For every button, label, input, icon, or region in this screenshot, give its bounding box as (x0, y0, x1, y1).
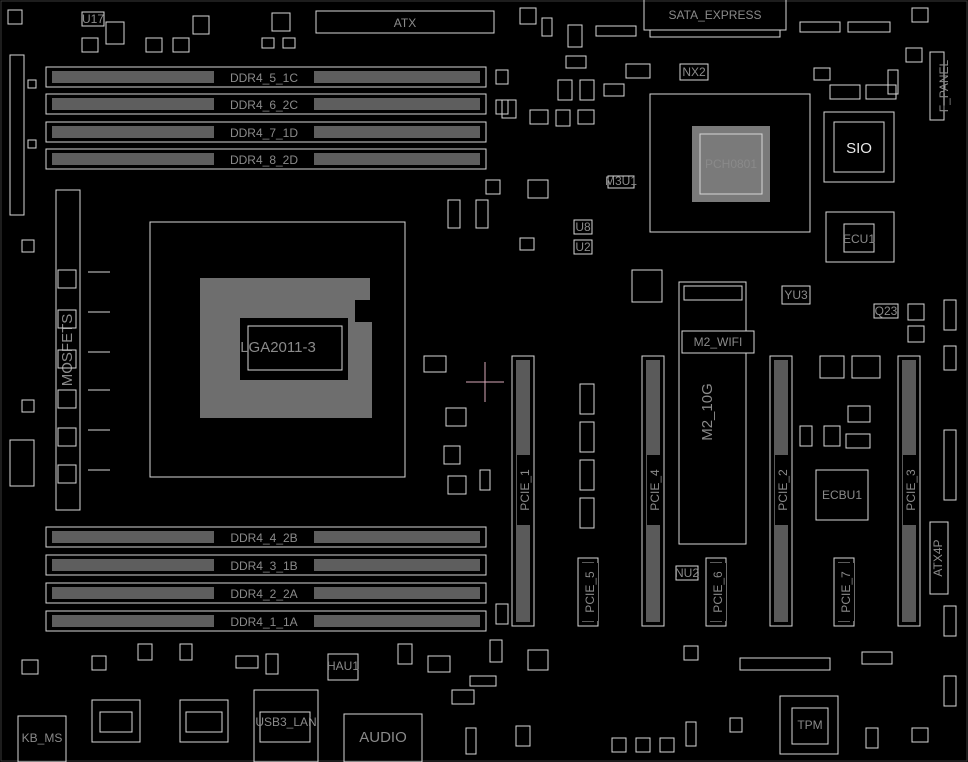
dimm-slot[interactable]: DDR4_4_2B (45, 526, 487, 548)
f-panel-header[interactable]: F_PANEL (929, 51, 951, 121)
dimm-slot-label: DDR4_2_2A (230, 587, 297, 601)
u2-chip[interactable]: U2 (573, 239, 593, 255)
pcie-slot[interactable]: PCIE_2 (769, 355, 793, 627)
pcie-slot-label: PCIE_7 (839, 571, 853, 613)
pcie-slot-label: PCIE_6 (711, 571, 725, 613)
yu3-label: YU3 (784, 288, 808, 302)
m3u1-label: M3U1 (605, 174, 637, 188)
u2-label: U2 (575, 240, 591, 254)
dimm-slots-lower: DDR4_4_2B DDR4_3_1B DDR4_2_2A DDR4_1_1A (45, 526, 487, 632)
top-small-parts (7, 7, 929, 100)
audio-connector[interactable]: AUDIO (343, 713, 423, 762)
pcie-slot[interactable]: PCIE_6 (705, 557, 727, 627)
m3u1-chip[interactable]: M3U1 (605, 174, 637, 189)
pcie-slot-label: PCIE_5 (583, 571, 597, 613)
bottom-parts (21, 643, 929, 755)
pcie-slot[interactable]: PCIE_3 (897, 355, 921, 627)
usb-lan-connector[interactable]: USB3_LAN (253, 689, 319, 762)
tpm-header[interactable]: TPM (779, 695, 839, 755)
atx4p-label: ATX4P (931, 539, 945, 576)
nx2-label: NX2 (682, 65, 706, 79)
audio-label: AUDIO (359, 729, 407, 746)
yu3-chip[interactable]: YU3 (781, 285, 811, 305)
m2-10g-label: M2_10G (699, 383, 716, 441)
dimm-slot[interactable]: DDR4_5_1C (45, 66, 487, 88)
m2-wifi-slot[interactable]: M2_WIFI (681, 330, 755, 354)
m2-wifi-label: M2_WIFI (694, 335, 743, 349)
nu2-chip[interactable]: NU2 (675, 565, 699, 581)
sata-express-connector[interactable]: SATA_EXPRESS (643, 0, 787, 38)
ecu1-label: ECU1 (843, 232, 875, 246)
sio-chip[interactable]: SIO (823, 111, 895, 183)
crosshair-cursor (466, 362, 504, 402)
hau1-label: HAU1 (327, 659, 359, 673)
dimm-slot[interactable]: DDR4_3_1B (45, 554, 487, 576)
kb-ms-label: KB_MS (22, 731, 63, 745)
pcie-slot[interactable]: PCIE_5 (577, 557, 599, 627)
atx-label: ATX (394, 16, 416, 30)
nu2-label: NU2 (675, 566, 699, 580)
ecbu1-chip[interactable]: ECBU1 (815, 469, 869, 521)
f-panel-label: F_PANEL (937, 59, 951, 112)
dimm-slot-label: DDR4_1_1A (230, 615, 297, 629)
dimm-slot-label: DDR4_3_1B (230, 559, 297, 573)
mid-parts (423, 269, 663, 663)
dimm-slot[interactable]: DDR4_7_1D (45, 121, 487, 143)
cpu-socket[interactable]: LGA2011-3 (149, 221, 406, 478)
dimm-slot[interactable]: DDR4_2_2A (45, 582, 487, 604)
sio-label: SIO (846, 140, 872, 157)
pcie-slot-label: PCIE_2 (776, 469, 790, 511)
pcie-slot[interactable]: PCIE_4 (641, 355, 665, 627)
atx-connector[interactable]: ATX (315, 10, 495, 34)
dimm-slot-label: DDR4_5_1C (230, 71, 298, 85)
kb-ms-connector[interactable]: KB_MS (17, 715, 67, 762)
nx2-chip[interactable]: NX2 (679, 63, 709, 81)
mosfet-blocks (9, 239, 110, 487)
ecu1-chip[interactable]: ECU1 (825, 211, 895, 263)
pcie-slot[interactable]: PCIE_7 (833, 557, 855, 627)
pcie-slot-label: PCIE_3 (904, 469, 918, 511)
hau1-chip[interactable]: HAU1 (327, 653, 359, 681)
u8-label: U8 (575, 220, 591, 234)
ecbu1-label: ECBU1 (822, 488, 862, 502)
dimm-slot[interactable]: DDR4_8_2D (45, 148, 487, 170)
pch-label: PCH0801 (705, 157, 757, 171)
dimm-slot-label: DDR4_6_2C (230, 98, 298, 112)
dimm-slot-label: DDR4_4_2B (230, 531, 297, 545)
pcie-slot[interactable]: PCIE_1 (511, 355, 535, 627)
usb-lan-label: USB3_LAN (255, 715, 316, 729)
dimm-slots-upper: DDR4_5_1C DDR4_6_2C DDR4_7_1D DDR4_8_2D (45, 66, 487, 170)
tpm-label: TPM (797, 718, 822, 732)
dimm-slot-label: DDR4_7_1D (230, 126, 298, 140)
cpu-socket-label: LGA2011-3 (240, 339, 316, 356)
usb-connector-2[interactable] (179, 699, 229, 743)
dimm-slot[interactable]: DDR4_1_1A (45, 610, 487, 632)
sata-express-label: SATA_EXPRESS (669, 8, 762, 22)
q23-chip[interactable]: Q23 (873, 303, 899, 319)
pcie-slot-label: PCIE_4 (648, 469, 662, 511)
q23-label: Q23 (875, 304, 898, 318)
chipset-side-parts (447, 55, 651, 251)
right-side-parts (739, 299, 957, 707)
usb-connector-1[interactable] (91, 699, 141, 743)
pch-chip[interactable]: PCH0801 (649, 93, 811, 233)
pcie-slot-label: PCIE_1 (518, 469, 532, 511)
u17-chip[interactable]: U17 (81, 11, 105, 27)
dimm-slot[interactable]: DDR4_6_2C (45, 93, 487, 115)
m2-10g-slot[interactable]: M2_10G (678, 281, 747, 545)
dimm-slot-label: DDR4_8_2D (230, 153, 298, 167)
u17-label: U17 (82, 12, 104, 26)
u8-chip[interactable]: U8 (573, 219, 593, 235)
atx4p-connector[interactable]: ATX4P (929, 521, 949, 595)
